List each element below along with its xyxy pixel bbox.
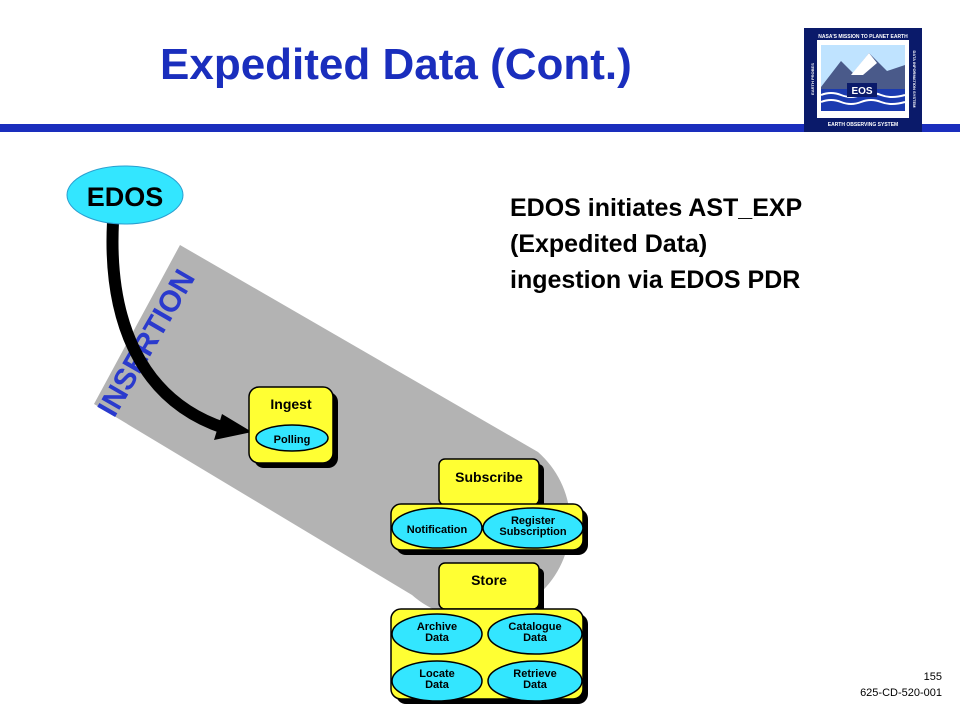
register-subscription-oval	[482, 507, 584, 549]
title-rule	[0, 124, 960, 132]
catalogue-data-oval	[487, 613, 583, 655]
description-line: (Expedited Data)	[510, 230, 708, 258]
edos-to-ingest-arrow	[106, 216, 230, 434]
label-line: Retrieve	[513, 668, 556, 680]
arrowhead	[214, 414, 252, 440]
logo-top-text: NASA'S MISSION TO PLANET EARTH	[818, 34, 908, 40]
label-line: Data	[523, 679, 548, 691]
label-line: Archive	[417, 621, 457, 633]
label-line: Data	[425, 632, 450, 644]
ingest-title: Ingest	[270, 396, 312, 412]
logo-center-text: EOS	[851, 86, 872, 97]
edos-node: EDOS	[66, 165, 184, 225]
logo-bottom-text: EARTH OBSERVING SYSTEM	[828, 122, 898, 128]
edos-label: EDOS	[87, 182, 164, 212]
archive-data-oval	[391, 613, 483, 655]
label-line: Data	[425, 679, 450, 691]
page-number: 155	[923, 671, 942, 683]
logo-right-text: DATA INFORMATION SYSTEM	[912, 51, 917, 109]
label-line: Locate	[419, 668, 454, 680]
label-line: Register	[511, 515, 556, 527]
label-line: Catalogue	[508, 621, 561, 633]
notification-oval	[391, 507, 483, 549]
notification-label: Notification	[407, 524, 468, 536]
description: EDOS initiates AST_EXP (Expedited Data) …	[510, 190, 802, 298]
doc-number: 625-CD-520-001	[860, 687, 942, 699]
store-title: Store	[471, 572, 507, 588]
description-line: ingestion via EDOS PDR	[510, 266, 801, 294]
locate-data-oval	[391, 660, 483, 702]
subscribe-title: Subscribe	[455, 469, 523, 485]
polling-oval	[255, 424, 329, 452]
eos-logo-graphic: EOS NASA'S MISSION TO PLANET EARTH EARTH…	[807, 31, 919, 129]
logo-left-text: EARTH PROBES	[810, 63, 815, 95]
page-footer: 155 625-CD-520-001	[860, 669, 942, 701]
retrieve-data-oval	[487, 660, 583, 702]
slide-title: Expedited Data (Cont.)	[160, 40, 632, 89]
eos-logo: EOS NASA'S MISSION TO PLANET EARTH EARTH…	[804, 28, 922, 132]
description-line: EDOS initiates AST_EXP	[510, 194, 803, 222]
label-line: Subscription	[499, 526, 567, 538]
polling-label: Polling	[274, 434, 311, 446]
label-line: Data	[523, 632, 548, 644]
ingest-box: Ingest Polling	[248, 386, 338, 468]
